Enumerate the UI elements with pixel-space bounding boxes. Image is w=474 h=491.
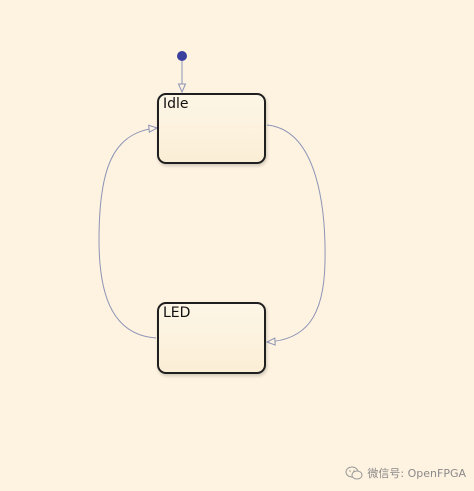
watermark: 微信号: OpenFPGA bbox=[345, 465, 466, 481]
wechat-icon bbox=[345, 466, 363, 480]
state-led-label: LED bbox=[163, 305, 191, 321]
state-idle[interactable]: Idle bbox=[157, 93, 266, 164]
watermark-text: 微信号: OpenFPGA bbox=[367, 467, 466, 480]
default-transition-dot[interactable] bbox=[177, 51, 187, 61]
transition-idle-to-led[interactable] bbox=[267, 124, 326, 342]
transition-led-to-idle[interactable] bbox=[98, 128, 157, 339]
state-idle-label: Idle bbox=[163, 96, 189, 112]
state-led[interactable]: LED bbox=[157, 302, 266, 374]
